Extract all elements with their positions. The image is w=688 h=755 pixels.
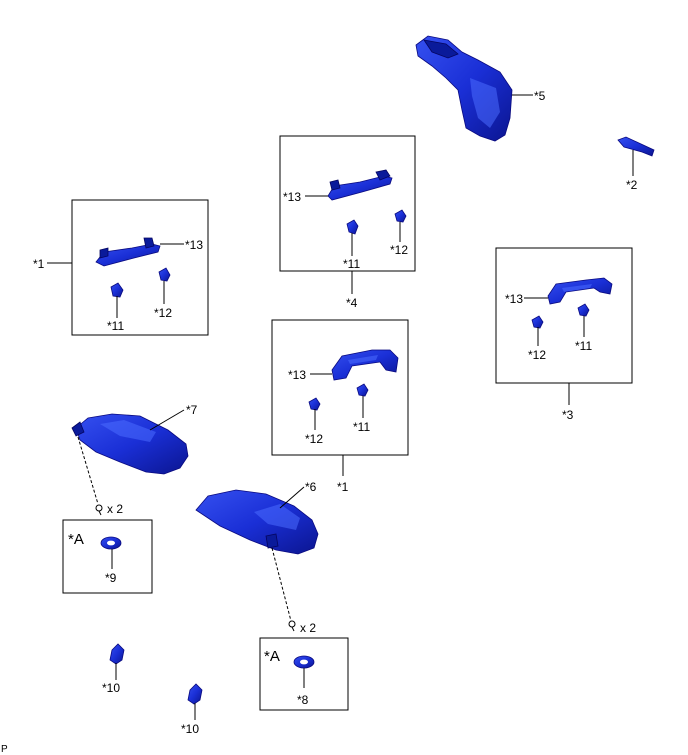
label-part-1-center: *1 (337, 480, 349, 494)
label-detail-a-left: *A (68, 531, 84, 548)
label-qty-left: x 2 (107, 502, 123, 516)
screw-icon-left (95, 504, 103, 516)
label-part-12-left: *12 (154, 306, 172, 320)
part-12-clip-top (394, 209, 407, 223)
part-11-clip-right (577, 303, 590, 317)
label-part-2: *2 (626, 178, 638, 192)
label-part-12-top: *12 (390, 243, 408, 257)
screw-icon-right (288, 620, 296, 632)
label-part-11-top: *11 (343, 257, 360, 271)
corner-label: P (1, 744, 8, 755)
label-part-6: *6 (305, 480, 317, 494)
part-13-grip-center (331, 349, 399, 381)
label-part-4: *4 (346, 296, 358, 310)
part-10-hook-a (109, 643, 125, 665)
part-10-hook-b (187, 683, 203, 705)
box-assembly-1-left (71, 199, 209, 336)
label-part-12-right: *12 (528, 348, 546, 362)
part-9-ring (100, 536, 122, 550)
part-12-clip-center (308, 397, 321, 411)
part-7-sun-visor (71, 413, 189, 475)
label-part-5: *5 (534, 89, 546, 103)
label-part-12-center: *12 (305, 432, 323, 446)
part-13-grip-left (95, 237, 161, 267)
part-11-clip-center (356, 383, 369, 397)
label-part-13-center: *13 (288, 368, 306, 382)
label-part-11-right: *11 (575, 339, 592, 353)
box-detail-a-left (62, 519, 153, 594)
label-part-1-left: *1 (33, 257, 45, 271)
label-part-11-center: *11 (353, 420, 370, 434)
label-detail-a-right: *A (264, 648, 280, 665)
part-11-clip-left (110, 282, 124, 298)
label-part-13-right: *13 (505, 292, 523, 306)
part-12-clip-right (531, 315, 544, 329)
label-part-10-a: *10 (102, 681, 120, 695)
part-5-duct (415, 35, 513, 142)
label-part-8: *8 (297, 693, 309, 707)
label-part-13-top: *13 (283, 190, 301, 204)
label-part-3: *3 (562, 408, 574, 422)
box-assembly-4 (279, 135, 416, 272)
part-13-grip-right (547, 277, 613, 305)
box-assembly-1-center (271, 319, 409, 456)
label-part-13-left: *13 (185, 238, 203, 252)
part-12-clip-left (158, 267, 171, 282)
label-part-11-left: *11 (107, 319, 124, 333)
label-part-10-b: *10 (181, 722, 199, 736)
label-part-7: *7 (186, 403, 198, 417)
label-part-9: *9 (105, 571, 117, 585)
part-13-grip-top (327, 169, 393, 201)
part-8-ring (293, 655, 315, 669)
box-detail-a-right (259, 637, 349, 711)
box-assembly-3 (495, 247, 633, 384)
label-qty-right: x 2 (300, 621, 316, 635)
part-6-sun-visor (195, 489, 319, 555)
part-11-clip-top (346, 219, 359, 235)
part-2-bracket (617, 136, 655, 157)
